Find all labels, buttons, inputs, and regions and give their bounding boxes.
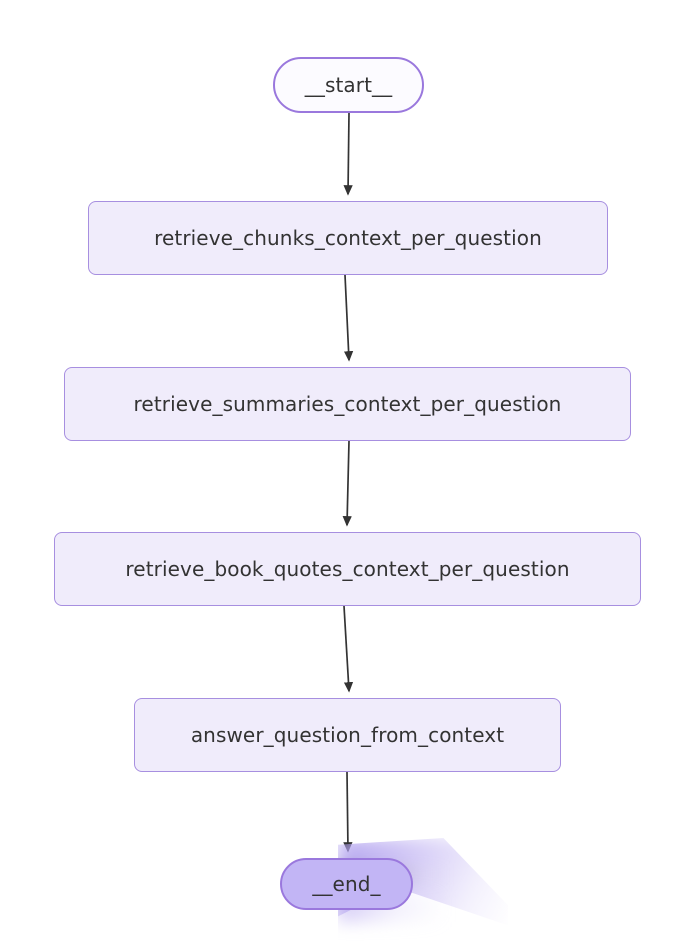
edge-retrieve-chunks-to-retrieve-summaries <box>343 274 354 362</box>
node-end-label: __end_ <box>312 872 381 896</box>
node-retrieve-chunks-label: retrieve_chunks_context_per_question <box>154 226 542 250</box>
node-end[interactable]: __end_ <box>280 858 413 910</box>
edge-retrieve-book-quotes-to-answer-question <box>343 605 354 693</box>
node-retrieve-chunks-context-per-question[interactable]: retrieve_chunks_context_per_question <box>88 201 608 275</box>
node-retrieve-book-quotes-label: retrieve_book_quotes_context_per_questio… <box>125 557 570 581</box>
node-answer-question-label: answer_question_from_context <box>190 723 505 747</box>
node-start[interactable]: __start__ <box>273 57 424 113</box>
node-answer-question-from-context[interactable]: answer_question_from_context <box>134 698 561 772</box>
node-retrieve-summaries-label: retrieve_summaries_context_per_question <box>133 392 562 416</box>
node-start-label: __start__ <box>304 73 393 97</box>
edge-start-to-retrieve-chunks <box>343 112 353 196</box>
node-retrieve-summaries-context-per-question[interactable]: retrieve_summaries_context_per_question <box>64 367 631 441</box>
edge-answer-question-to-end <box>343 771 353 853</box>
edge-retrieve-summaries-to-retrieve-book-quotes <box>342 440 352 527</box>
node-retrieve-book-quotes-context-per-question[interactable]: retrieve_book_quotes_context_per_questio… <box>54 532 641 606</box>
